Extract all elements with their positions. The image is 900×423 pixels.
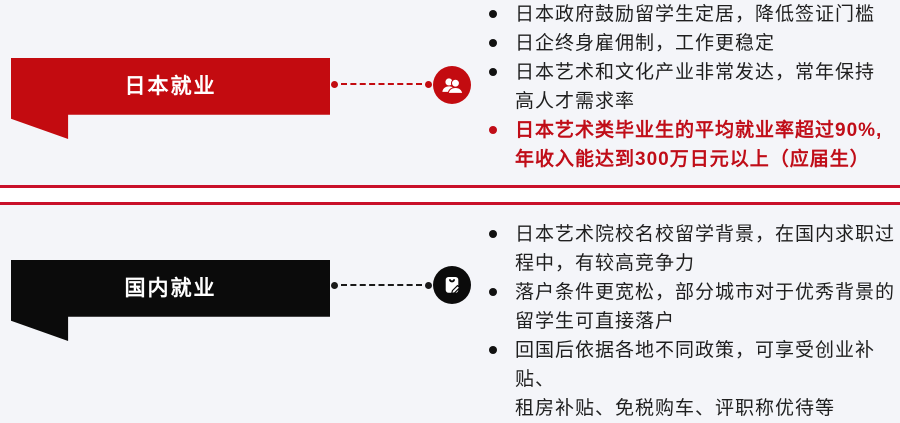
list-item-highlighted: 日本艺术类毕业生的平均就业率超过90%, 年收入能达到300万日元以上（应届生） [487,116,895,174]
list-item: 日企终身雇佣制，工作更稳定 [487,29,895,58]
list-item: 日本艺术院校名校留学背景，在国内求职过 程中，有较高竞争力 [487,220,895,278]
bullet-dot [489,230,497,238]
japan-employment-banner: 日本就业 [11,58,330,139]
connector-dot [425,281,432,289]
list-item: 回国后依据各地不同政策，可享受创业补贴、 租房补贴、免税购车、评职称优待等 [487,336,895,423]
list-item: 日本艺术和文化产业非常发达，常年保持 高人才需求率 [487,58,895,116]
domestic-bullet-list: 日本艺术院校名校留学背景，在国内求职过 程中，有较高竞争力 落户条件更宽松，部分… [487,220,895,423]
connector-dot [425,80,432,88]
japan-banner-title: 日本就业 [124,75,217,98]
bullet-dot [489,39,497,47]
domestic-banner-title: 国内就业 [124,277,217,300]
list-item: 落户条件更宽松，部分城市对于优秀背景的 留学生可直接落户 [487,278,895,336]
users-icon [433,66,471,104]
connector-dash-line [341,83,422,85]
contract-icon [433,266,471,304]
japan-dotted-connector [331,80,432,88]
bullet-dot [489,288,497,296]
bullet-dot [489,346,497,354]
connector-dot [331,80,338,88]
bullet-dot [489,126,497,134]
connector-dot [331,281,338,289]
connector-dash-line [341,284,422,286]
bullet-dot [489,10,497,18]
list-item: 日本政府鼓励留学生定居，降低签证门槛 [487,0,895,29]
domestic-dotted-connector [331,281,432,289]
bullet-dot [489,68,497,76]
japan-bullet-list: 日本政府鼓励留学生定居，降低签证门槛 日企终身雇佣制，工作更稳定 日本艺术和文化… [487,0,895,174]
section-divider [0,185,900,205]
domestic-employment-banner: 国内就业 [11,260,330,341]
